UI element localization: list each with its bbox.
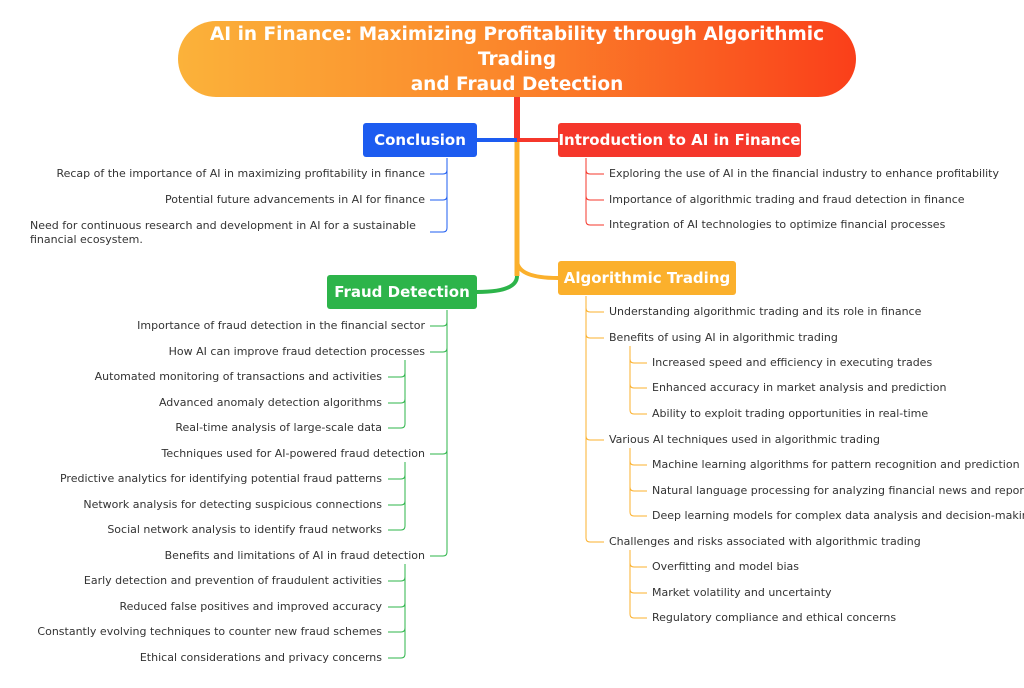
intro-item[interactable]: Exploring the use of AI in the financial… [609, 167, 1000, 180]
algo-subitem[interactable]: Natural language processing for analyzin… [652, 484, 1024, 497]
algo-subitem[interactable]: Overfitting and model bias [652, 560, 799, 573]
fraud-subitem[interactable]: Automated monitoring of transactions and… [94, 370, 382, 383]
fraud-subitem[interactable]: Predictive analytics for identifying pot… [59, 472, 382, 485]
root-topic[interactable]: AI in Finance: Maximizing Profitability … [178, 21, 856, 97]
conclusion-item[interactable]: Potential future advancements in AI for … [165, 193, 425, 206]
fraud-item[interactable]: How AI can improve fraud detection proce… [168, 345, 425, 358]
intro-item[interactable]: Importance of algorithmic trading and fr… [609, 193, 965, 206]
branch-algorithmic-trading[interactable]: Algorithmic Trading [558, 261, 736, 295]
fraud-subitem[interactable]: Reduced false positives and improved acc… [119, 600, 382, 613]
fraud-subitem[interactable]: Constantly evolving techniques to counte… [37, 625, 382, 638]
fraud-subitem[interactable]: Social network analysis to identify frau… [107, 523, 382, 536]
conclusion-item[interactable]: Need for continuous research and develop… [30, 219, 416, 246]
fraud-subitem[interactable]: Network analysis for detecting suspiciou… [83, 498, 382, 511]
root-title-line-2: and Fraud Detection [410, 73, 624, 95]
algo-subitem[interactable]: Enhanced accuracy in market analysis and… [652, 381, 947, 394]
root-title-line-1: AI in Finance: Maximizing Profitability … [209, 23, 825, 70]
intro-item[interactable]: Integration of AI technologies to optimi… [609, 218, 946, 231]
branch-fraud-detection[interactable]: Fraud Detection [327, 275, 477, 309]
fraud-subitem[interactable]: Early detection and prevention of fraudu… [83, 574, 382, 587]
algo-subitem[interactable]: Regulatory compliance and ethical concer… [652, 611, 897, 624]
algo-item[interactable]: Understanding algorithmic trading and it… [609, 305, 922, 318]
fraud-item[interactable]: Importance of fraud detection in the fin… [137, 319, 425, 332]
branch-conclusion[interactable]: Conclusion [363, 123, 477, 157]
algo-item[interactable]: Various AI techniques used in algorithmi… [609, 433, 880, 446]
algo-subitem[interactable]: Market volatility and uncertainty [652, 586, 832, 599]
conclusion-item[interactable]: Recap of the importance of AI in maximiz… [56, 167, 425, 180]
fraud-subitem[interactable]: Real-time analysis of large-scale data [175, 421, 382, 434]
fraud-subitem[interactable]: Ethical considerations and privacy conce… [139, 651, 382, 664]
algo-item[interactable]: Challenges and risks associated with alg… [609, 535, 921, 548]
algo-item[interactable]: Benefits of using AI in algorithmic trad… [609, 331, 838, 344]
fraud-item[interactable]: Benefits and limitations of AI in fraud … [164, 549, 425, 562]
fraud-subitem[interactable]: Advanced anomaly detection algorithms [158, 396, 382, 409]
branch-introduction[interactable]: Introduction to AI in Finance [558, 123, 801, 157]
algo-subitem[interactable]: Ability to exploit trading opportunities… [652, 407, 929, 420]
fraud-item[interactable]: Techniques used for AI-powered fraud det… [161, 447, 425, 460]
algo-subitem[interactable]: Deep learning models for complex data an… [652, 509, 1024, 522]
algo-subitem[interactable]: Increased speed and efficiency in execut… [652, 356, 933, 369]
algo-subitem[interactable]: Machine learning algorithms for pattern … [652, 458, 1020, 471]
